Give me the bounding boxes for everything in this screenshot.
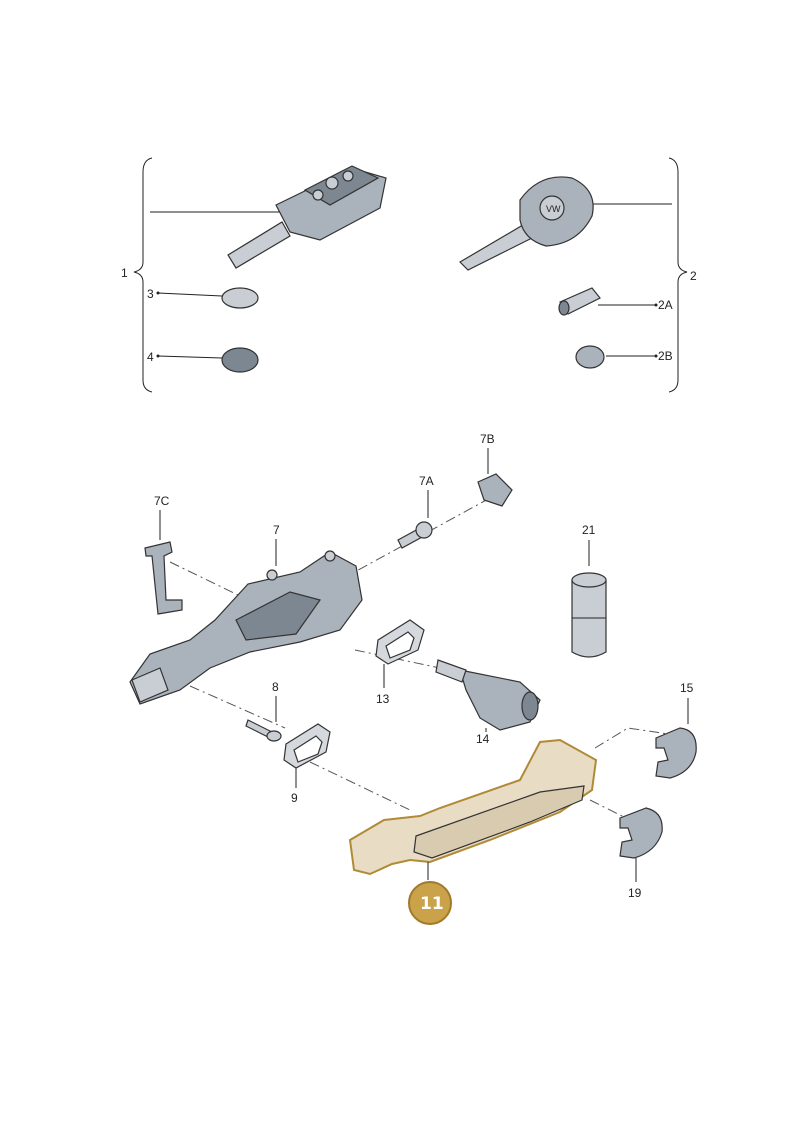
part-2b-cap xyxy=(575,345,605,369)
callout-7c: 7C xyxy=(154,494,170,508)
callout-2: 2 xyxy=(690,269,697,283)
callout-11: 11 xyxy=(420,894,444,914)
callout-14: 14 xyxy=(476,732,490,746)
leader-3 xyxy=(157,292,223,297)
callout-19: 19 xyxy=(628,886,642,900)
callout-1: 1 xyxy=(121,266,128,280)
callout-2b: 2B xyxy=(658,349,673,363)
part-21-cylinder xyxy=(571,572,607,658)
callout-15: 15 xyxy=(680,681,694,695)
callout-21: 21 xyxy=(582,523,596,537)
assembly-line-b xyxy=(169,561,241,597)
callout-13: 13 xyxy=(376,692,390,706)
assembly-line-c xyxy=(189,685,286,729)
part-15-cap xyxy=(655,727,697,779)
assembly-line-f xyxy=(594,727,669,749)
callout-4: 4 xyxy=(147,350,154,364)
callout-8: 8 xyxy=(272,680,279,694)
callout-7: 7 xyxy=(273,523,280,537)
callout-11-badge[interactable] xyxy=(408,881,452,925)
part-14-lock xyxy=(459,669,541,731)
svg-text:VW: VW xyxy=(546,204,561,214)
callout-3: 3 xyxy=(147,287,154,301)
transponder-key: VW xyxy=(459,176,672,271)
part-3-disc xyxy=(221,287,259,309)
brace-2 xyxy=(668,157,688,393)
callout-2a: 2A xyxy=(658,298,673,312)
leader-4 xyxy=(157,355,223,359)
part-4-emblem xyxy=(221,347,259,373)
callout-7b: 7B xyxy=(480,432,495,446)
assembly-line-d xyxy=(309,761,411,811)
assembly-line-g xyxy=(589,799,631,821)
callout-9: 9 xyxy=(291,791,298,805)
callout-7a: 7A xyxy=(419,474,434,488)
part-7c-bracket xyxy=(144,541,183,615)
flip-key xyxy=(150,165,387,269)
part-7b-clip xyxy=(477,473,513,507)
part-19-cap xyxy=(619,807,663,859)
part-11-handle[interactable] xyxy=(348,738,598,876)
brace-1 xyxy=(133,157,153,393)
